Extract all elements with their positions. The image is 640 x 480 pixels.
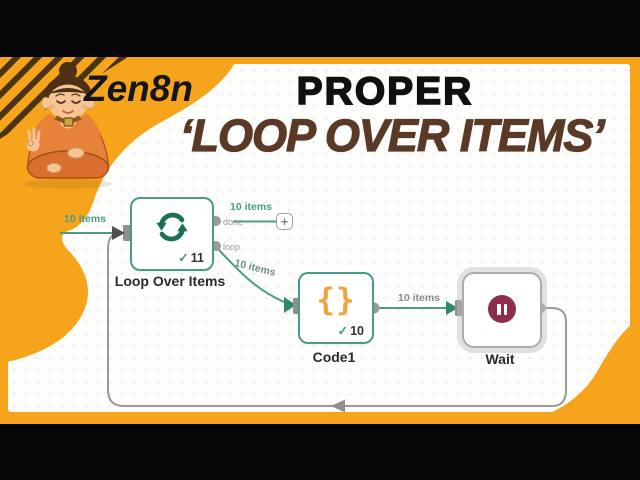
wait-input-port[interactable]: [455, 300, 462, 316]
loop-port-label: loop: [223, 242, 241, 252]
input-items-label: 10 items: [64, 213, 107, 225]
letterbox-top: [0, 0, 640, 57]
title-line2: ‘LOOP OVER ITEMS’: [179, 109, 605, 161]
node-code1[interactable]: {} ✓10: [298, 272, 374, 344]
wait-node-label: Wait: [485, 351, 515, 367]
loop-node-label: Loop Over Items: [114, 273, 226, 289]
loopback-connection[interactable]: [107, 232, 567, 407]
loop-node-success-count: 11: [190, 251, 204, 265]
code-node-success-badge: ✓10: [338, 323, 364, 338]
check-icon: ✓: [337, 324, 349, 338]
pause-icon: [488, 295, 516, 323]
loop-connection[interactable]: [217, 248, 285, 303]
add-node-button[interactable]: +: [276, 213, 293, 230]
node-wait[interactable]: [462, 272, 542, 348]
title-line1: PROPER: [296, 69, 474, 114]
loop-node-success-badge: ✓11: [178, 250, 204, 265]
loop-refresh-icon: [156, 212, 188, 242]
code-node-success-count: 10: [350, 324, 364, 338]
code-to-wait-items-label: 10 items: [398, 292, 441, 304]
code-node-label: Code1: [312, 349, 356, 365]
check-icon: ✓: [178, 251, 189, 265]
node-loop-over-items[interactable]: ✓11: [130, 197, 214, 271]
letterbox-bottom: [0, 424, 640, 480]
code-braces-icon: {}: [316, 282, 356, 318]
loop-node-input-port[interactable]: [123, 225, 131, 241]
done-items-label: 10 items: [230, 201, 273, 213]
done-port-label: done: [223, 217, 244, 227]
channel-name: Zen8n: [84, 68, 193, 109]
